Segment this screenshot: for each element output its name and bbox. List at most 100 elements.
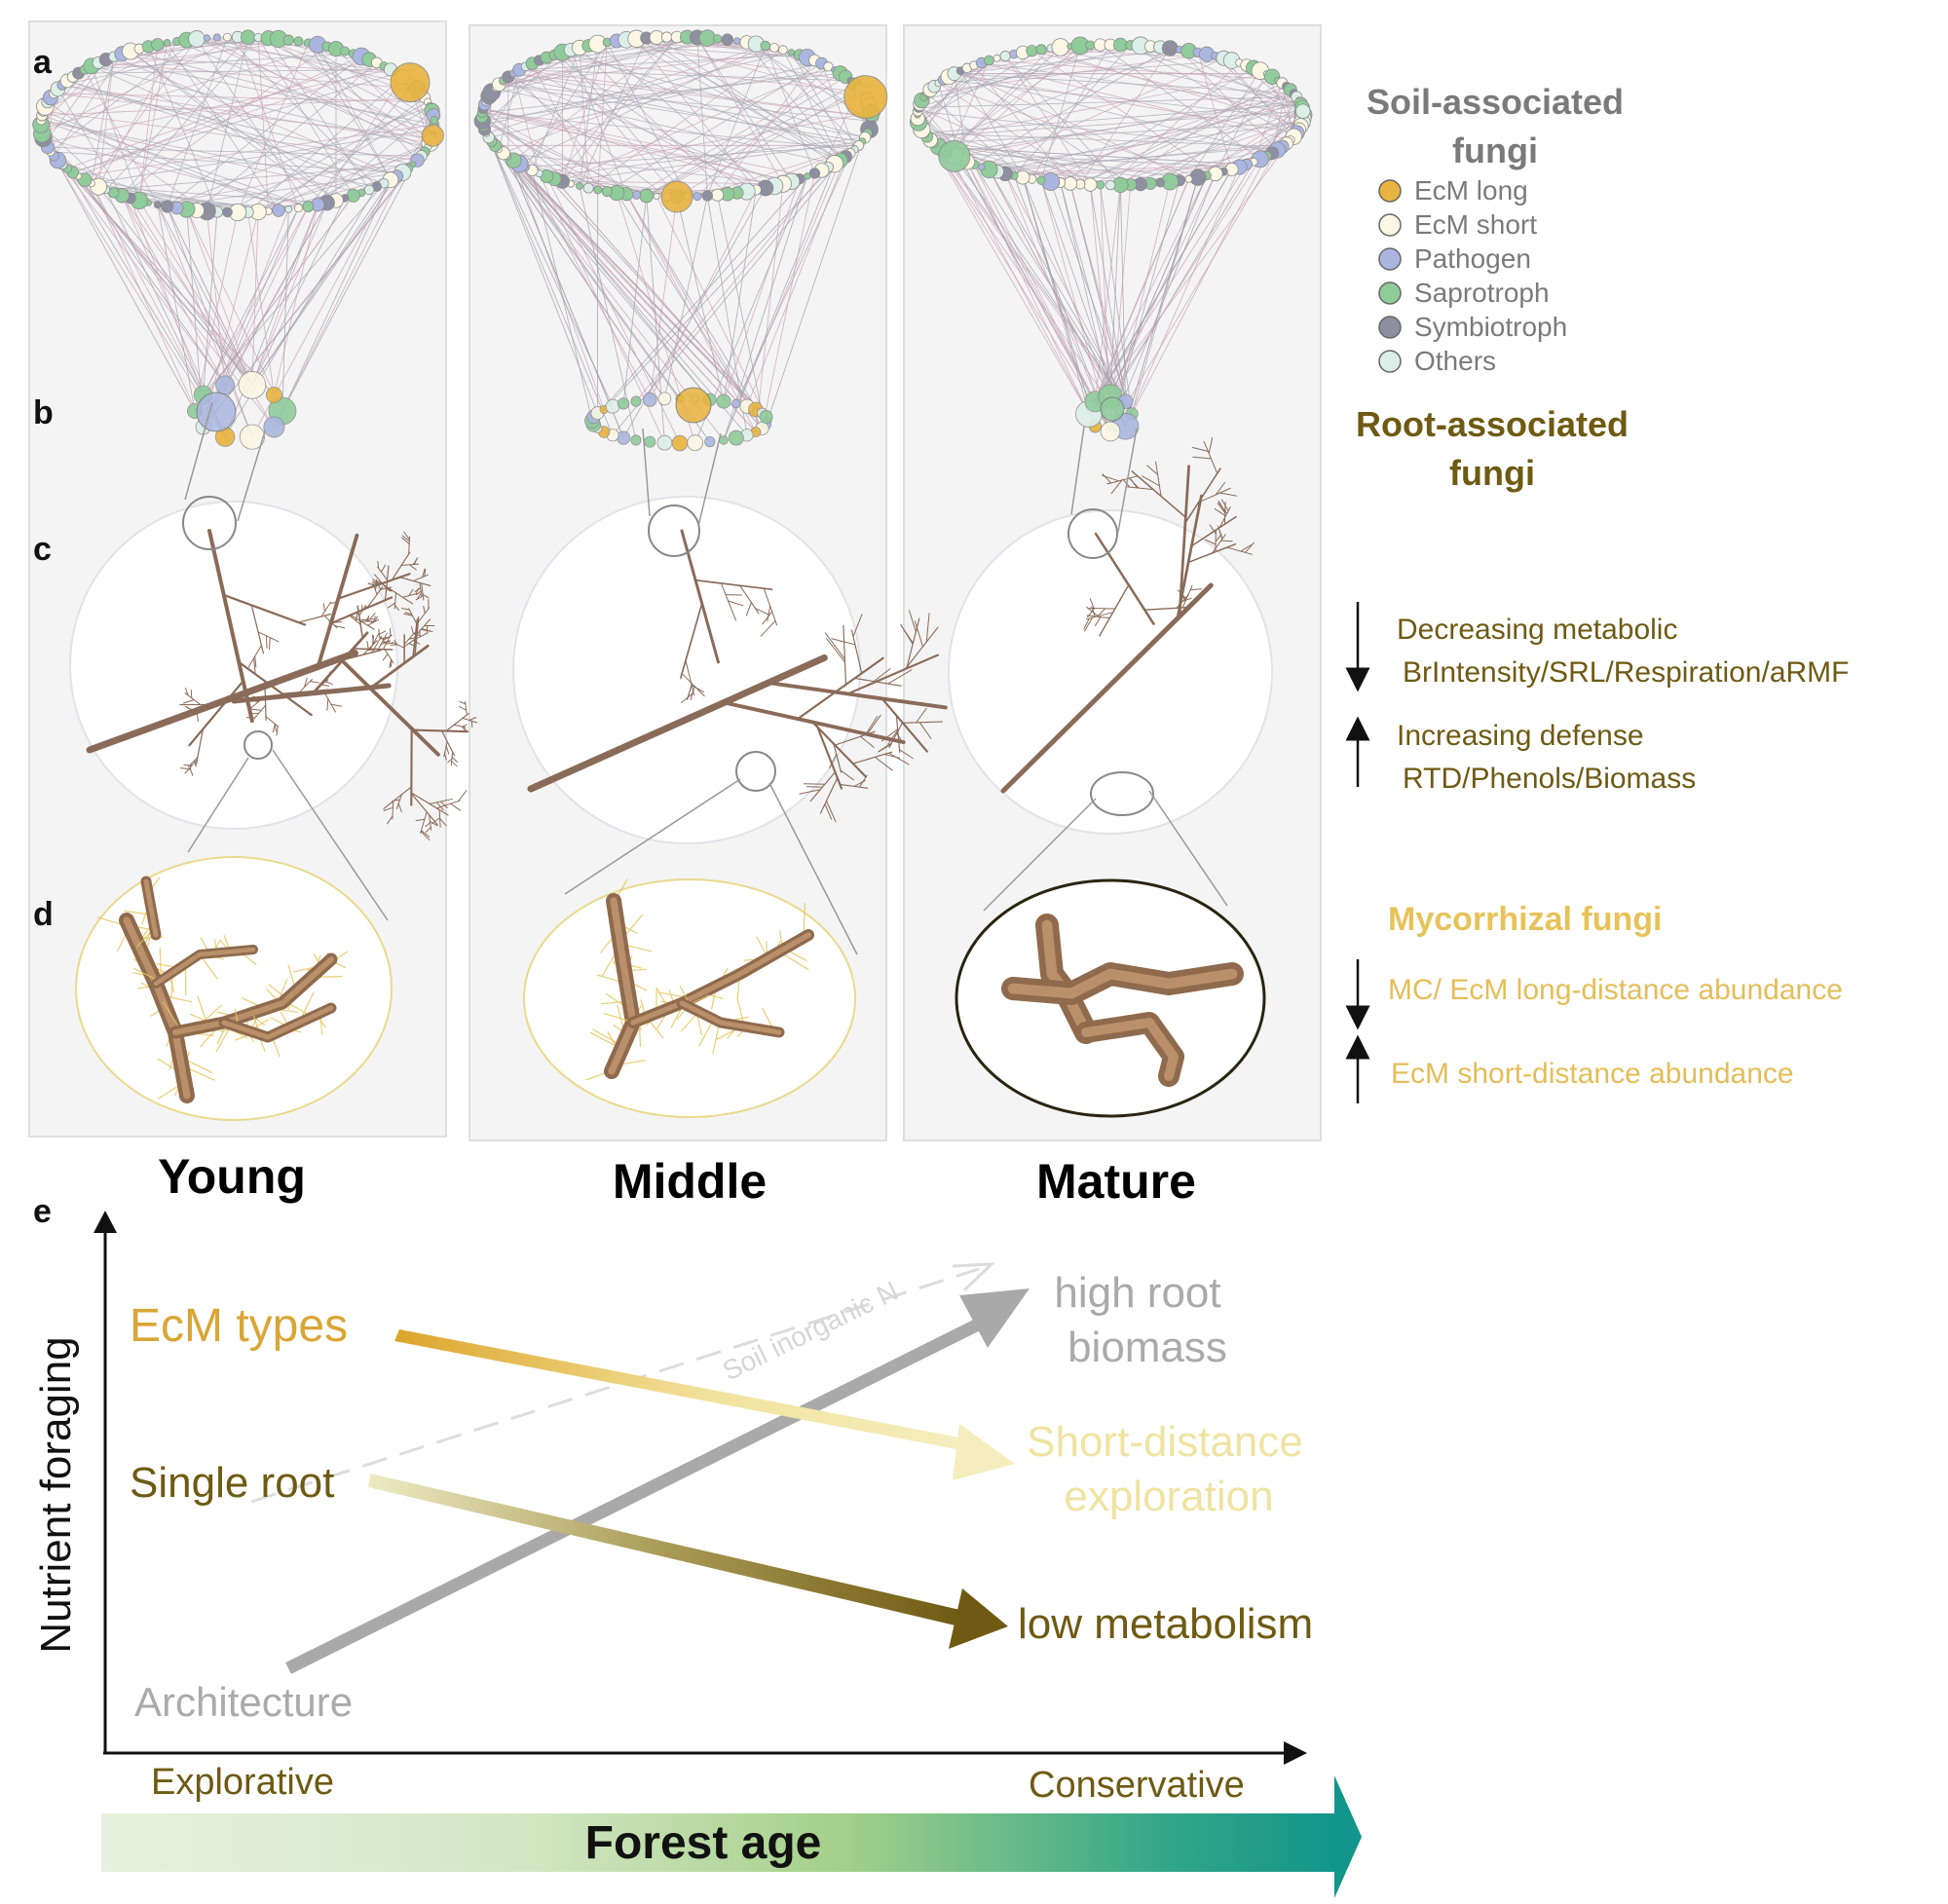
mycorrhizal-increase: EcM short-distance abundance xyxy=(1391,1058,1794,1090)
network-node xyxy=(632,191,640,199)
root-network-node xyxy=(732,399,741,408)
root-network-node xyxy=(657,435,672,450)
explorative-label: Explorative xyxy=(151,1762,334,1803)
root-network-node xyxy=(643,392,656,406)
single-root-arrow xyxy=(368,1474,964,1626)
mycorrhiza-young xyxy=(76,857,392,1120)
root-network-node xyxy=(631,396,641,406)
network-node xyxy=(1162,41,1178,56)
network-node xyxy=(1037,176,1045,184)
ecm-arrowhead xyxy=(953,1424,1015,1480)
panel-letter-c: c xyxy=(33,531,52,568)
network-node xyxy=(1086,41,1095,50)
legend-item-label: Symbiotroph xyxy=(1414,312,1567,342)
legend-swatch xyxy=(1379,317,1401,338)
legend-item-label: EcM long xyxy=(1414,175,1528,205)
network-node xyxy=(583,183,593,193)
mycorrhizal-title: Mycorrhizal fungi xyxy=(1388,901,1662,938)
forest-age-label: Forest age xyxy=(585,1817,822,1869)
panel-letter-a: a xyxy=(33,44,53,81)
network-hub-node xyxy=(661,181,693,212)
y-axis-label: Nutrient foraging xyxy=(32,1336,80,1653)
root-network-node xyxy=(266,387,281,402)
mycorrhiza-middle xyxy=(524,879,855,1117)
root-network-node xyxy=(631,435,641,445)
network-node xyxy=(984,56,993,65)
network-node xyxy=(602,186,612,196)
network-node xyxy=(1105,180,1115,190)
network-hub-node xyxy=(391,63,430,102)
high-root-label-2: biomass xyxy=(1068,1324,1227,1371)
ecm-arrow xyxy=(394,1329,969,1451)
age-label-young: Young xyxy=(158,1149,306,1204)
network-node xyxy=(164,40,170,47)
short-distance-label: Short-distance xyxy=(1027,1418,1303,1466)
network-node xyxy=(294,204,302,211)
single-root-arrowhead xyxy=(949,1588,1008,1649)
network-node xyxy=(152,39,165,52)
architecture-arrow xyxy=(288,1322,984,1668)
trait-decrease-title: Decreasing metabolic xyxy=(1397,614,1677,646)
network-node xyxy=(1156,178,1165,187)
network-node xyxy=(1052,39,1069,56)
network-node xyxy=(769,43,778,52)
root-network-node xyxy=(729,430,743,445)
network-node xyxy=(1000,51,1010,60)
legend-swatch xyxy=(1379,351,1401,372)
legend-swatch xyxy=(1379,180,1401,202)
root-network-node xyxy=(239,371,266,398)
legend-root-title-2: fungi xyxy=(1449,453,1535,493)
legend-item-label: Pathogen xyxy=(1414,243,1531,274)
network-node xyxy=(1036,45,1046,55)
network-node xyxy=(1016,170,1030,184)
network-node xyxy=(779,46,788,55)
high-root-label: high root xyxy=(1054,1269,1220,1317)
network-node xyxy=(577,183,583,190)
network-node xyxy=(223,33,231,41)
network-node xyxy=(154,202,161,208)
panel-letter-e: e xyxy=(33,1193,52,1230)
panel-letter-d: d xyxy=(33,896,54,933)
trait-decrease-list: BrIntensity/SRL/Respiration/aRMF xyxy=(1403,656,1850,689)
network-node xyxy=(711,189,723,201)
root-network-node xyxy=(717,394,730,408)
legend-root-title: Root-associated xyxy=(1356,404,1629,444)
legend-item-label: EcM short xyxy=(1414,209,1537,240)
root-network-node xyxy=(672,435,688,451)
soil-n-arrowhead xyxy=(953,1264,992,1290)
legend-swatch xyxy=(1379,282,1401,304)
network-node xyxy=(283,35,293,45)
network-node xyxy=(241,30,254,44)
network-node xyxy=(347,189,359,202)
trait-annotations: Decreasing metabolic BrIntensity/SRL/Res… xyxy=(1358,602,1850,795)
network-node xyxy=(340,47,349,56)
architecture-arrowhead xyxy=(959,1288,1030,1348)
network-node xyxy=(702,191,713,202)
architecture-label: Architecture xyxy=(134,1679,353,1725)
y-axis-arrowhead xyxy=(94,1211,117,1233)
root-network-node xyxy=(658,392,671,405)
mycorrhizal-decrease: MC/ EcM long-distance abundance xyxy=(1388,974,1843,1006)
network-hub-node xyxy=(844,76,887,119)
network-node xyxy=(661,32,671,42)
network-node xyxy=(1084,178,1097,191)
network-node xyxy=(273,205,285,217)
root-network-node xyxy=(760,410,772,423)
network-node xyxy=(222,207,232,217)
network-node xyxy=(722,34,733,46)
conservative-label: Conservative xyxy=(1029,1765,1245,1806)
network-node xyxy=(285,205,292,212)
legend-soil-title: Soil-associated xyxy=(1367,82,1624,122)
network-node xyxy=(693,192,701,200)
network-node xyxy=(161,201,172,212)
network-node xyxy=(761,41,770,51)
network-node xyxy=(364,185,374,195)
age-label-middle: Middle xyxy=(613,1154,767,1209)
root-network-node xyxy=(720,436,729,445)
network-node xyxy=(294,37,303,46)
short-distance-label-2: exploration xyxy=(1064,1473,1273,1520)
network-node xyxy=(594,186,602,194)
network-node xyxy=(213,34,220,41)
panel-e: Nutrient foraging Soil inorganic N EcM t… xyxy=(32,1211,1362,1898)
network-node xyxy=(431,116,438,124)
